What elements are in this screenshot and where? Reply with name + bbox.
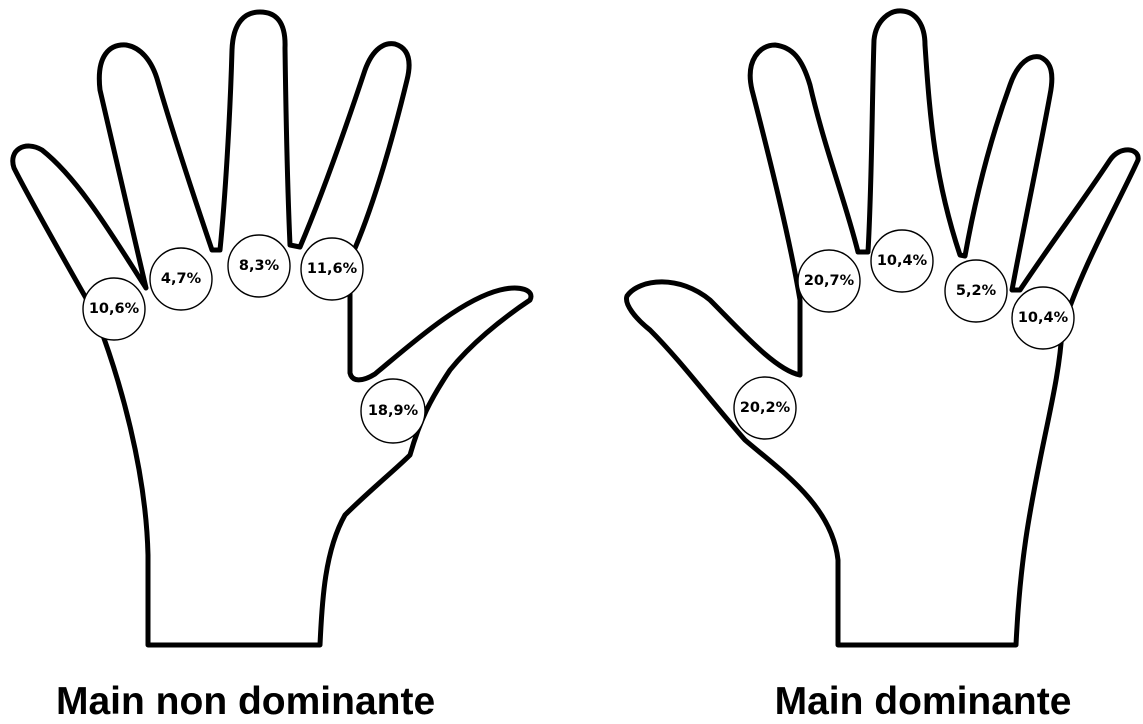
hand-outline-non-dominant: [10, 9, 534, 648]
hand-non-dominant: 10,6% 4,7% 8,3% 11,6% 18,9%: [10, 9, 534, 648]
caption-non-dominant-hand: Main non dominante: [56, 680, 436, 723]
badge-circle: [149, 247, 213, 311]
badges-non-dominant: 10,6% 4,7% 8,3% 11,6% 18,9%: [82, 234, 426, 444]
badge-label: 10,4%: [1018, 310, 1069, 326]
badge-label: 11,6%: [307, 261, 358, 277]
hand-outline-dominant: [624, 8, 1141, 648]
badge-circle: [1011, 286, 1075, 350]
badge-middle-finger: 10,4%: [870, 229, 934, 293]
badge-index-finger: 11,6%: [300, 237, 364, 301]
badge-circle: [82, 277, 146, 341]
badge-ring-finger: 4,7%: [149, 247, 213, 311]
badge-label: 10,4%: [877, 253, 928, 269]
badge-circle: [360, 378, 426, 444]
badge-label: 20,2%: [740, 400, 791, 416]
badge-circle: [733, 376, 797, 440]
badges-dominant: 20,7% 10,4% 5,2% 10,4% 20,2%: [733, 229, 1075, 440]
badge-label: 20,7%: [804, 273, 855, 289]
badge-ring-finger: 5,2%: [944, 259, 1008, 323]
badge-label: 10,6%: [89, 301, 140, 317]
badge-middle-finger: 8,3%: [227, 234, 291, 298]
caption-dominant-hand: Main dominante: [774, 680, 1072, 723]
badge-label: 8,3%: [239, 258, 280, 274]
badge-circle: [944, 259, 1008, 323]
badge-little-finger: 10,6%: [82, 277, 146, 341]
badge-circle: [300, 237, 364, 301]
hand-dominant: 20,7% 10,4% 5,2% 10,4% 20,2%: [624, 8, 1141, 648]
badge-label: 5,2%: [956, 283, 997, 299]
badge-circle: [797, 249, 861, 313]
badge-label: 4,7%: [161, 271, 202, 287]
badge-circle: [870, 229, 934, 293]
badge-little-finger: 10,4%: [1011, 286, 1075, 350]
badge-circle: [227, 234, 291, 298]
badge-label: 18,9%: [368, 403, 419, 419]
badge-thumb: 20,2%: [733, 376, 797, 440]
badge-index-finger: 20,7%: [797, 249, 861, 313]
badge-thumb: 18,9%: [360, 378, 426, 444]
